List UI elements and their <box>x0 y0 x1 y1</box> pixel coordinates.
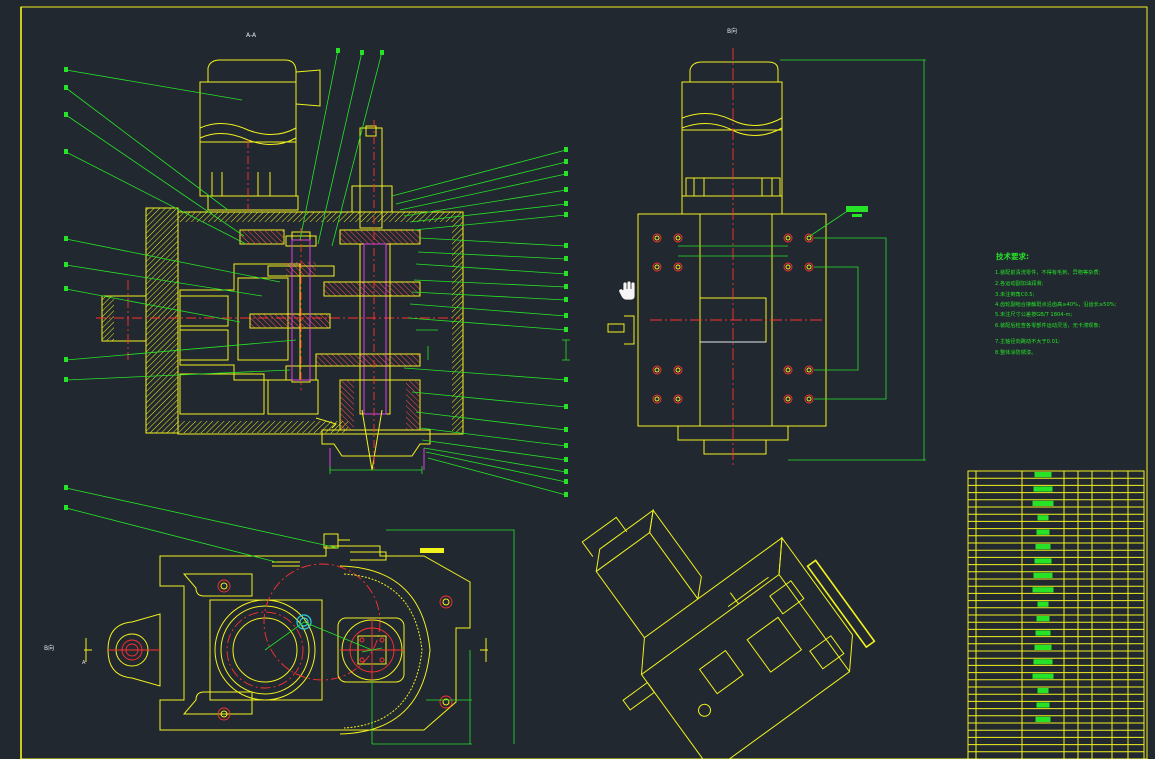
parts-list-cell-mark <box>1036 529 1050 535</box>
parts-list-cell-mark <box>1032 587 1054 593</box>
tech-note-2: 2.各运动副加油润滑; <box>995 279 1043 287</box>
tech-note-8: 8.整体涂防锈漆。 <box>995 348 1036 356</box>
tech-note-5: 5.未注尺寸公差按GB/T 1804-m; <box>995 310 1073 318</box>
callout-tags-right <box>562 147 570 497</box>
parts-list-cell-mark <box>1035 716 1051 722</box>
section-label: A-A <box>246 32 257 39</box>
plan-view: B向 A <box>44 485 515 745</box>
tech-title: 技术要求: <box>996 251 1029 261</box>
parts-list-cell-mark <box>1034 558 1052 564</box>
parts-list-cell-mark <box>1033 659 1053 665</box>
motor-top-left <box>199 59 321 211</box>
drawing-frame <box>20 6 1148 759</box>
tech-note-3: 3.未注倒角C0.5; <box>995 290 1035 298</box>
parts-list-cell-mark <box>1034 472 1052 478</box>
gear-shafts <box>239 120 431 471</box>
callout-leaders-right <box>391 149 567 496</box>
callout-leaders-left <box>65 49 383 381</box>
parts-list-cell-mark <box>1032 500 1054 506</box>
parts-list-cell-mark <box>1033 486 1053 492</box>
section-view-a-a: A-A <box>64 32 570 497</box>
parts-list-cell-mark <box>1037 688 1049 694</box>
isometric-view <box>581 508 876 759</box>
parts-list-cell-mark <box>1032 673 1054 679</box>
tech-note-6: 6.装配后检查各零部件运动灵活，无卡滞现象; <box>995 321 1101 329</box>
parts-list-cell-mark <box>1034 644 1052 650</box>
technical-requirements: 技术要求: 1.装配前清洗零件，不得有毛刺、异物等杂质; 2.各运动副加油润滑;… <box>995 251 1117 356</box>
view-b-label: B向 <box>727 27 737 35</box>
section-mark-label: A <box>82 660 86 666</box>
parts-list-cell-mark <box>1035 544 1051 550</box>
callout-tags-left <box>64 48 384 382</box>
parts-list-cell-mark <box>1033 572 1053 578</box>
parts-list-cell-mark <box>1037 601 1049 607</box>
parts-list-table <box>967 470 1145 759</box>
parts-list-cell-mark <box>1037 515 1049 521</box>
hand-cursor-icon <box>618 280 636 301</box>
parts-list-cell-mark <box>1036 616 1050 622</box>
parts-list-cell-mark <box>1035 630 1051 636</box>
tech-note-4: 4.齿轮副啮合接触斑点沿齿高≥40%，沿齿长≥50%; <box>995 300 1117 308</box>
bolt-holes-view-b <box>652 233 814 404</box>
parts-list-cell-mark <box>1036 702 1050 708</box>
tech-note-1: 1.装配前清洗零件，不得有毛刺、异物等杂质; <box>995 268 1101 276</box>
view-b: B向 <box>607 27 926 466</box>
gearbox-housing-section <box>96 207 464 435</box>
tech-note-7: 7.主轴径向跳动不大于0.01; <box>995 337 1060 345</box>
view-b-arrow-label: B向 <box>44 644 54 652</box>
